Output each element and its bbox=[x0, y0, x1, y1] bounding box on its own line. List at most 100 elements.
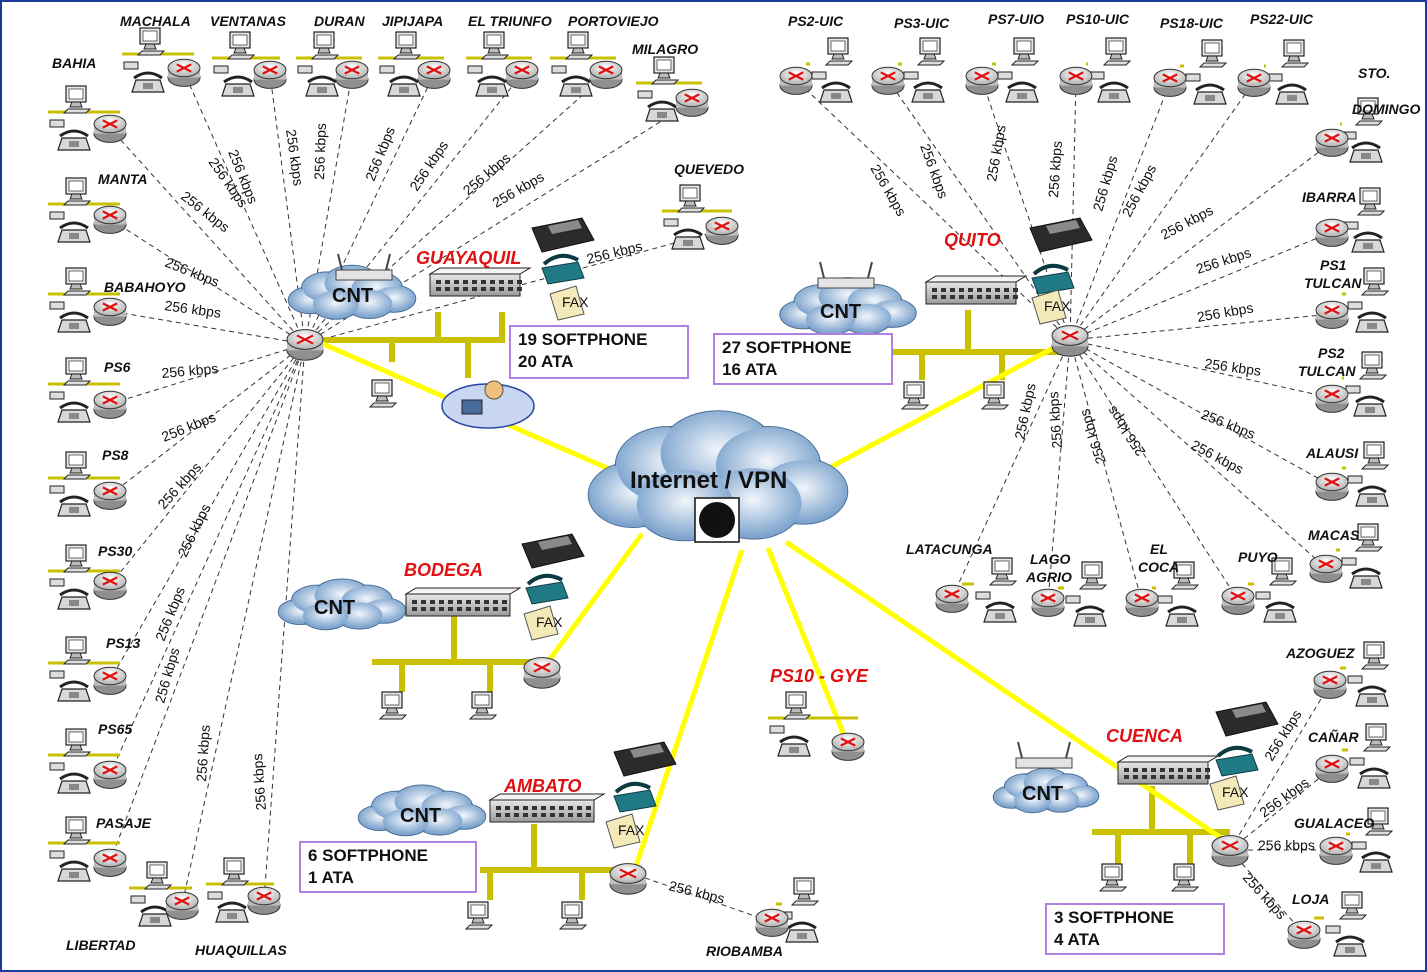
link-speed-label: 256 kbps bbox=[249, 753, 269, 811]
wan-link bbox=[1069, 231, 1333, 341]
computer-icon bbox=[650, 56, 680, 85]
phone-icon bbox=[1275, 83, 1309, 105]
branch-site bbox=[1287, 891, 1368, 957]
router-icon bbox=[93, 205, 127, 234]
branch-site bbox=[1153, 39, 1228, 105]
wan-link bbox=[1069, 339, 1327, 569]
site-label: STO. bbox=[1358, 65, 1390, 81]
site-label: MACHALA bbox=[120, 13, 191, 29]
site-label: JIPIJAPA bbox=[382, 13, 443, 29]
link-speed-label: 256 kbps bbox=[152, 646, 183, 705]
phone-icon bbox=[1097, 81, 1131, 103]
phone-icon bbox=[475, 75, 509, 97]
computer-icon bbox=[62, 636, 92, 665]
branch-site bbox=[1125, 561, 1200, 627]
cnt-cloud bbox=[287, 264, 417, 320]
site-label: IBARRA bbox=[1302, 189, 1356, 205]
site-label: TULCAN bbox=[1304, 275, 1362, 291]
computer-icon bbox=[468, 691, 498, 720]
branch-site bbox=[378, 31, 451, 97]
phone-icon bbox=[1193, 83, 1227, 105]
router-icon bbox=[935, 584, 969, 613]
router-icon bbox=[965, 66, 999, 95]
vpn-link bbox=[539, 532, 645, 672]
link-speed-label: 256 kbps bbox=[1199, 406, 1258, 442]
site-label: PS2-UIC bbox=[788, 13, 844, 29]
branch-site bbox=[48, 267, 127, 333]
cnt-cloud bbox=[357, 784, 487, 837]
phone-icon bbox=[1357, 767, 1391, 789]
wan-link bbox=[1069, 339, 1143, 603]
cnt-cloud bbox=[992, 767, 1100, 814]
router-icon bbox=[675, 88, 709, 117]
site-label: RIOBAMBA bbox=[706, 943, 783, 959]
link-speed-label: 256 kbps bbox=[159, 409, 218, 445]
computer-icon bbox=[1356, 187, 1386, 216]
site-label: PS2 bbox=[1318, 345, 1345, 361]
phone-icon bbox=[57, 401, 91, 423]
computer-icon bbox=[1098, 863, 1128, 892]
softphone-ata-count: 19 SOFTPHONE bbox=[518, 330, 647, 349]
vpn-link bbox=[784, 539, 1232, 847]
link-speed-label: 256 kbps bbox=[667, 877, 726, 906]
router-icon bbox=[1315, 754, 1349, 783]
router-icon bbox=[871, 66, 905, 95]
link-speed-label: 256 kbps bbox=[1204, 355, 1263, 379]
link-speed-label: 256 kbps bbox=[1258, 837, 1315, 853]
switch-icon bbox=[488, 793, 606, 823]
computer-icon bbox=[378, 691, 408, 720]
cnt-label: CNT bbox=[332, 285, 373, 307]
branch-site bbox=[1319, 807, 1394, 873]
wan-link bbox=[109, 343, 306, 405]
phone-icon bbox=[57, 588, 91, 610]
access-point-icon bbox=[335, 253, 393, 281]
fax-glyph: FAX bbox=[536, 614, 563, 630]
computer-icon bbox=[900, 381, 930, 410]
router-icon bbox=[167, 58, 201, 87]
router-icon bbox=[93, 481, 127, 510]
link-speed-label: 256 kbps bbox=[178, 188, 233, 236]
site-label: PS1 bbox=[1320, 257, 1347, 273]
link-speed-label: 256 kbps bbox=[362, 124, 398, 183]
computer-icon bbox=[480, 31, 510, 60]
site-label: PS22-UIC bbox=[1250, 11, 1314, 27]
switch-icon bbox=[428, 267, 532, 297]
computer-icon bbox=[62, 267, 92, 296]
phone-icon bbox=[387, 75, 421, 97]
cnt-cloud bbox=[277, 578, 407, 631]
link-speed-label: 256 kbps bbox=[585, 238, 644, 267]
hub-router-icon bbox=[523, 657, 561, 689]
link-speed-label: 256 kbps bbox=[164, 297, 223, 321]
wan-link bbox=[109, 343, 306, 775]
router-icon bbox=[1315, 472, 1349, 501]
branch-site bbox=[1315, 267, 1390, 333]
internet-label: Internet / VPN bbox=[630, 467, 787, 494]
router-icon bbox=[1315, 384, 1349, 413]
wan-link bbox=[109, 310, 306, 345]
branch-site bbox=[48, 177, 127, 243]
router-icon bbox=[1237, 68, 1271, 97]
ip-phone-icon bbox=[531, 217, 595, 253]
computer-icon bbox=[676, 184, 706, 213]
router-icon bbox=[1153, 68, 1187, 97]
branch-site bbox=[1309, 523, 1384, 589]
branch-site bbox=[212, 31, 287, 97]
phone-icon bbox=[57, 495, 91, 517]
router-icon bbox=[93, 571, 127, 600]
computer-icon bbox=[1078, 561, 1108, 590]
router-icon bbox=[93, 390, 127, 419]
vpn-link bbox=[765, 547, 853, 751]
phone-icon bbox=[1165, 605, 1199, 627]
site-label: PS10-UIC bbox=[1066, 11, 1130, 27]
branch-site bbox=[48, 357, 127, 423]
branch-site bbox=[1315, 187, 1386, 253]
fax-icon: FAX bbox=[549, 285, 589, 321]
fax-icon: FAX bbox=[1209, 775, 1249, 811]
wan-link bbox=[1069, 81, 1171, 341]
wan-link bbox=[1069, 339, 1333, 399]
wan-link bbox=[109, 218, 306, 345]
site-label: PUYO bbox=[1238, 549, 1278, 565]
site-label: PASAJE bbox=[96, 815, 152, 831]
operator-icon bbox=[441, 380, 535, 429]
